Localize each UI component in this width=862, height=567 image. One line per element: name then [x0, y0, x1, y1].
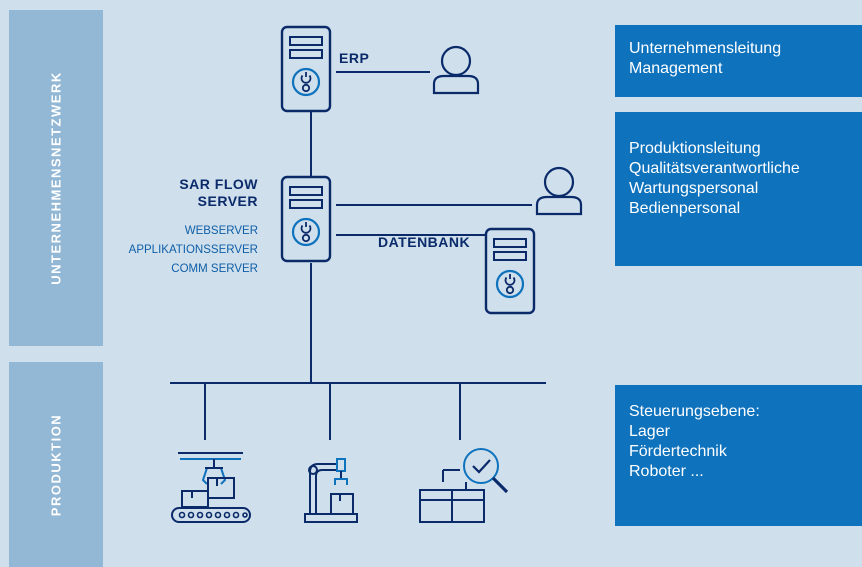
erp-server-icon	[280, 25, 332, 113]
person-icon-roles	[535, 166, 583, 216]
control-line: Roboter ...	[629, 463, 704, 480]
datenbank-label: DATENBANK	[378, 234, 471, 250]
roles-line: Bedienpersonal	[629, 200, 741, 217]
band-unternehmensnetzwerk: UNTERNEHMENSNETZWERK	[9, 10, 103, 346]
sar-flow-server-label: SAR FLOW SERVER	[160, 176, 258, 210]
quality-inspection-icon	[419, 448, 509, 523]
network-lines	[170, 71, 546, 440]
sar-flow-services: WEBSERVER APPLIKATIONSSERVER COMM SERVER	[110, 222, 258, 279]
database-server-icon	[484, 227, 536, 315]
management-line: Unternehmensleitung	[629, 40, 782, 57]
control-line: Steuerungsebene:	[629, 403, 760, 420]
roles-line: Qualitätsverantwortliche	[629, 160, 800, 177]
sar-flow-label-line1: SAR FLOW	[179, 176, 258, 192]
control-level-box: Steuerungsebene: Lager Fördertechnik Rob…	[615, 385, 862, 526]
control-line: Lager	[629, 423, 670, 440]
erp-label: ERP	[339, 50, 370, 66]
roles-line: Wartungspersonal	[629, 180, 759, 197]
roles-box: Produktionsleitung Qualitätsverantwortli…	[615, 112, 862, 266]
roles-line: Produktionsleitung	[629, 140, 761, 157]
management-box: Unternehmensleitung Management	[615, 25, 862, 97]
appserver-label: APPLIKATIONSSERVER	[128, 244, 258, 256]
control-line: Fördertechnik	[629, 443, 727, 460]
robot-arm-icon	[304, 458, 358, 523]
conveyor-belt-icon	[171, 452, 251, 523]
webserver-label: WEBSERVER	[184, 225, 258, 237]
commserver-label: COMM SERVER	[171, 263, 258, 275]
person-icon-management	[432, 45, 480, 95]
band-produktion: PRODUKTION	[9, 362, 103, 567]
sar-flow-label-line2: SERVER	[197, 193, 258, 209]
sar-flow-server-icon	[280, 175, 332, 263]
management-line: Management	[629, 60, 723, 77]
